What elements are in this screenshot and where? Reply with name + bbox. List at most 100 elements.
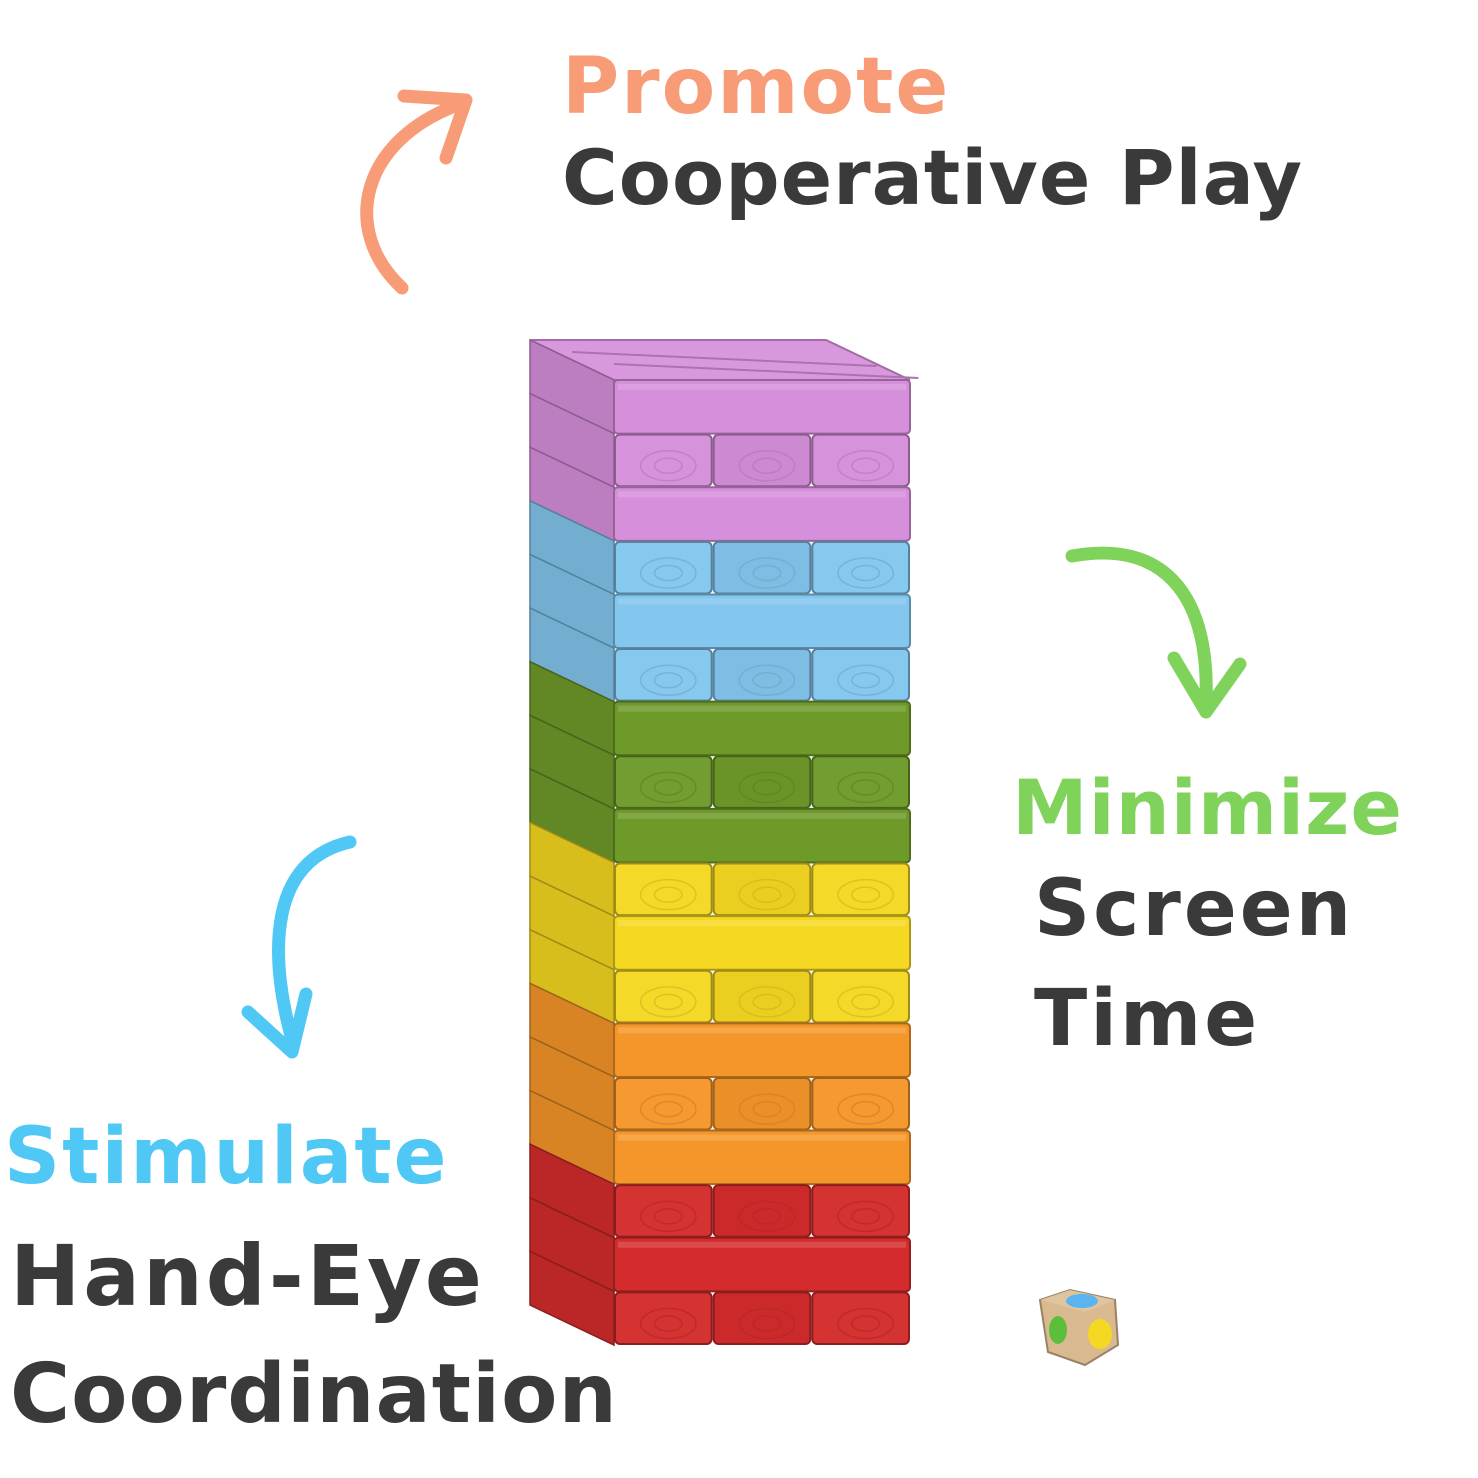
wood-grain [653, 1208, 683, 1225]
block-long [613, 915, 911, 971]
block-end [712, 540, 812, 595]
wood-grain [752, 1100, 782, 1118]
block-end [614, 1291, 713, 1346]
wood-grain [639, 771, 697, 804]
wood-grain [752, 1315, 782, 1332]
block-highlight [618, 705, 906, 712]
wood-grain [851, 1100, 881, 1118]
tower-top-seam [613, 363, 919, 379]
stimulate-text-line1: Hand-Eye [10, 1227, 485, 1325]
wood-grain [752, 564, 782, 582]
wood-grain [653, 1315, 683, 1332]
block-highlight [618, 598, 906, 605]
wood-grain [837, 450, 894, 482]
block-highlight [618, 920, 906, 927]
wood-grain [851, 886, 881, 903]
wood-grain [851, 779, 881, 796]
promote-text: Cooperative Play [562, 133, 1304, 222]
wood-grain [639, 664, 697, 696]
wood-grain [639, 1307, 697, 1340]
wood-grain [738, 1200, 796, 1233]
block-end [614, 755, 713, 809]
wood-grain [837, 1307, 894, 1340]
wood-grain [752, 779, 782, 796]
minimize-text-line1: Screen [1034, 864, 1355, 954]
wood-grain [837, 664, 894, 696]
block-highlight [618, 1027, 906, 1034]
wood-grain [639, 557, 697, 589]
stimulate-text-line2: Coordination [10, 1347, 618, 1442]
block-highlight [618, 1134, 906, 1141]
block-end [811, 540, 910, 595]
stimulate-arrow-icon [241, 835, 357, 1059]
promote-arrow-icon [360, 89, 473, 295]
block-highlight [618, 491, 906, 498]
block-end [614, 540, 713, 595]
promote-heading: Promote [562, 42, 951, 132]
wood-grain [851, 564, 881, 582]
tower-top-seam [571, 351, 877, 367]
wood-grain [639, 1093, 697, 1125]
block-highlight [618, 1241, 906, 1248]
wood-grain [851, 671, 881, 689]
wood-grain [851, 993, 881, 1011]
wood-grain [738, 664, 796, 696]
wood-grain [653, 457, 683, 475]
wood-grain [837, 986, 894, 1018]
wood-grain [752, 886, 782, 903]
block-end [811, 648, 910, 702]
block-side-face [529, 1250, 615, 1347]
wood-grain [653, 564, 683, 582]
die-dot [1049, 1316, 1067, 1344]
wood-grain [837, 1200, 894, 1233]
stimulate-heading: Stimulate [4, 1112, 449, 1202]
wood-grain [738, 450, 796, 482]
wood-grain [851, 1208, 881, 1225]
wood-grain [738, 1093, 796, 1125]
minimize-heading: Minimize [1012, 763, 1403, 852]
block-highlight [618, 384, 906, 390]
wood-grain [752, 993, 782, 1011]
block-end [712, 755, 812, 809]
wood-grain [639, 1200, 697, 1233]
block-end [712, 1184, 812, 1238]
wood-grain [653, 886, 683, 903]
wood-grain [738, 878, 796, 911]
wood-grain [653, 779, 683, 796]
wood-grain [653, 993, 683, 1011]
block-end [712, 1291, 812, 1346]
wood-grain [851, 1315, 881, 1332]
wood-grain [752, 457, 782, 475]
wood-grain [639, 878, 697, 911]
block-end [614, 1184, 713, 1238]
block-end [811, 1184, 910, 1238]
die-dot [1088, 1319, 1112, 1349]
block-end [614, 648, 713, 702]
wood-grain [639, 450, 697, 482]
wood-grain [851, 457, 881, 475]
wood-grain [738, 557, 796, 589]
block-end [811, 1291, 910, 1346]
wood-grain [837, 771, 894, 804]
wood-grain [738, 771, 796, 804]
wood-grain [653, 671, 683, 689]
wood-grain [752, 671, 782, 689]
block-end [712, 648, 812, 702]
wood-grain [837, 1093, 894, 1125]
wood-grain [752, 1208, 782, 1225]
block-end [811, 755, 910, 809]
minimize-text-line2: Time [1034, 974, 1261, 1064]
die-dot [1066, 1294, 1098, 1308]
wood-grain [639, 986, 697, 1018]
wood-grain [653, 1100, 683, 1118]
wood-grain [738, 986, 796, 1018]
wood-grain [837, 878, 894, 911]
wood-grain [837, 557, 894, 589]
minimize-arrow-icon [1065, 546, 1247, 719]
block-highlight [618, 812, 906, 819]
wood-grain [738, 1307, 796, 1340]
